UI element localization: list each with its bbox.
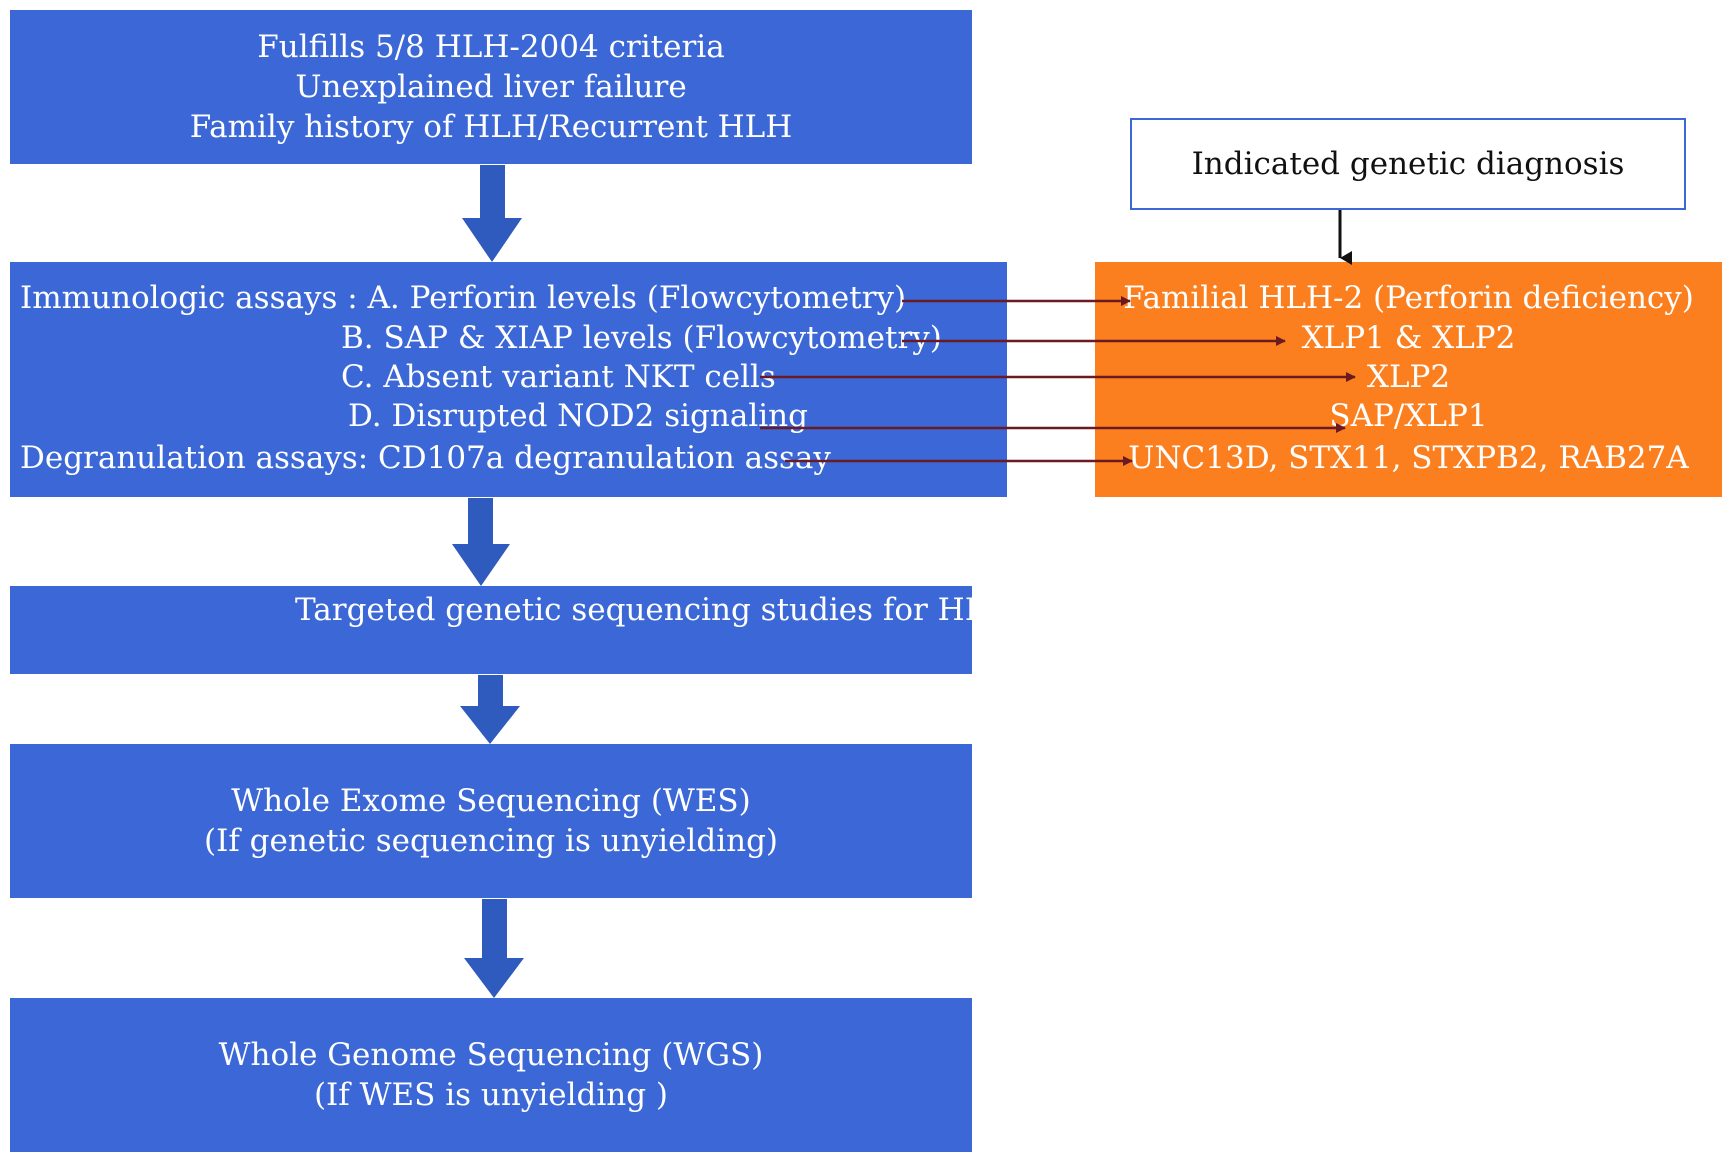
targeted-sequencing-box: Targeted genetic sequencing studies for …	[10, 586, 1012, 674]
flow-arrow-4	[464, 899, 524, 998]
wes-line-2: (If genetic sequencing is unyielding)	[203, 823, 779, 859]
targeted-sequencing-text: Targeted genetic sequencing studies for …	[295, 592, 1013, 628]
flow-arrow-3	[460, 675, 520, 744]
diagnosis-sap-xlp1: SAP/XLP1	[1329, 398, 1488, 434]
wgs-box: Whole Genome Sequencing (WGS) (If WES is…	[10, 998, 972, 1152]
indicated-diagnosis-title: Indicated genetic diagnosis	[1191, 146, 1625, 182]
wes-line-1: Whole Exome Sequencing (WES)	[231, 783, 751, 819]
criteria-line-3: Family history of HLH/Recurrent HLH	[189, 109, 793, 145]
wgs-line-2: (If WES is unyielding )	[313, 1077, 669, 1113]
assay-item-b: B. SAP & XIAP levels (Flowcytometry)	[341, 320, 942, 356]
indicated-diagnosis-box: Indicated genetic diagnosis	[1130, 118, 1686, 210]
genetic-diagnoses-box: Familial HLH-2 (Perforin deficiency) XLP…	[1095, 262, 1722, 497]
criteria-box: Fulfills 5/8 HLH-2004 criteria Unexplain…	[10, 10, 972, 164]
assay-degranulation: Degranulation assays: CD107a degranulati…	[20, 440, 831, 476]
diagnosis-genes: UNC13D, STX11, STXPB2, RAB27A	[1128, 440, 1689, 476]
assay-item-d: D. Disrupted NOD2 signaling	[348, 398, 808, 434]
assay-item-c: C. Absent variant NKT cells	[341, 359, 776, 395]
criteria-line-2: Unexplained liver failure	[295, 69, 687, 105]
diagnosis-familial-hlh2: Familial HLH-2 (Perforin deficiency)	[1123, 280, 1694, 316]
wgs-line-1: Whole Genome Sequencing (WGS)	[218, 1037, 764, 1073]
diagnosis-xlp1-xlp2: XLP1 & XLP2	[1301, 320, 1516, 356]
wes-box: Whole Exome Sequencing (WES) (If genetic…	[10, 744, 972, 898]
assays-box: Immunologic assays : A. Perforin levels …	[10, 262, 1007, 497]
flow-arrow-1	[462, 165, 522, 262]
flow-arrow-2	[452, 498, 510, 586]
diagnosis-xlp2: XLP2	[1366, 359, 1451, 395]
criteria-line-1: Fulfills 5/8 HLH-2004 criteria	[257, 29, 725, 65]
assay-immunologic-a: Immunologic assays : A. Perforin levels …	[20, 280, 907, 316]
